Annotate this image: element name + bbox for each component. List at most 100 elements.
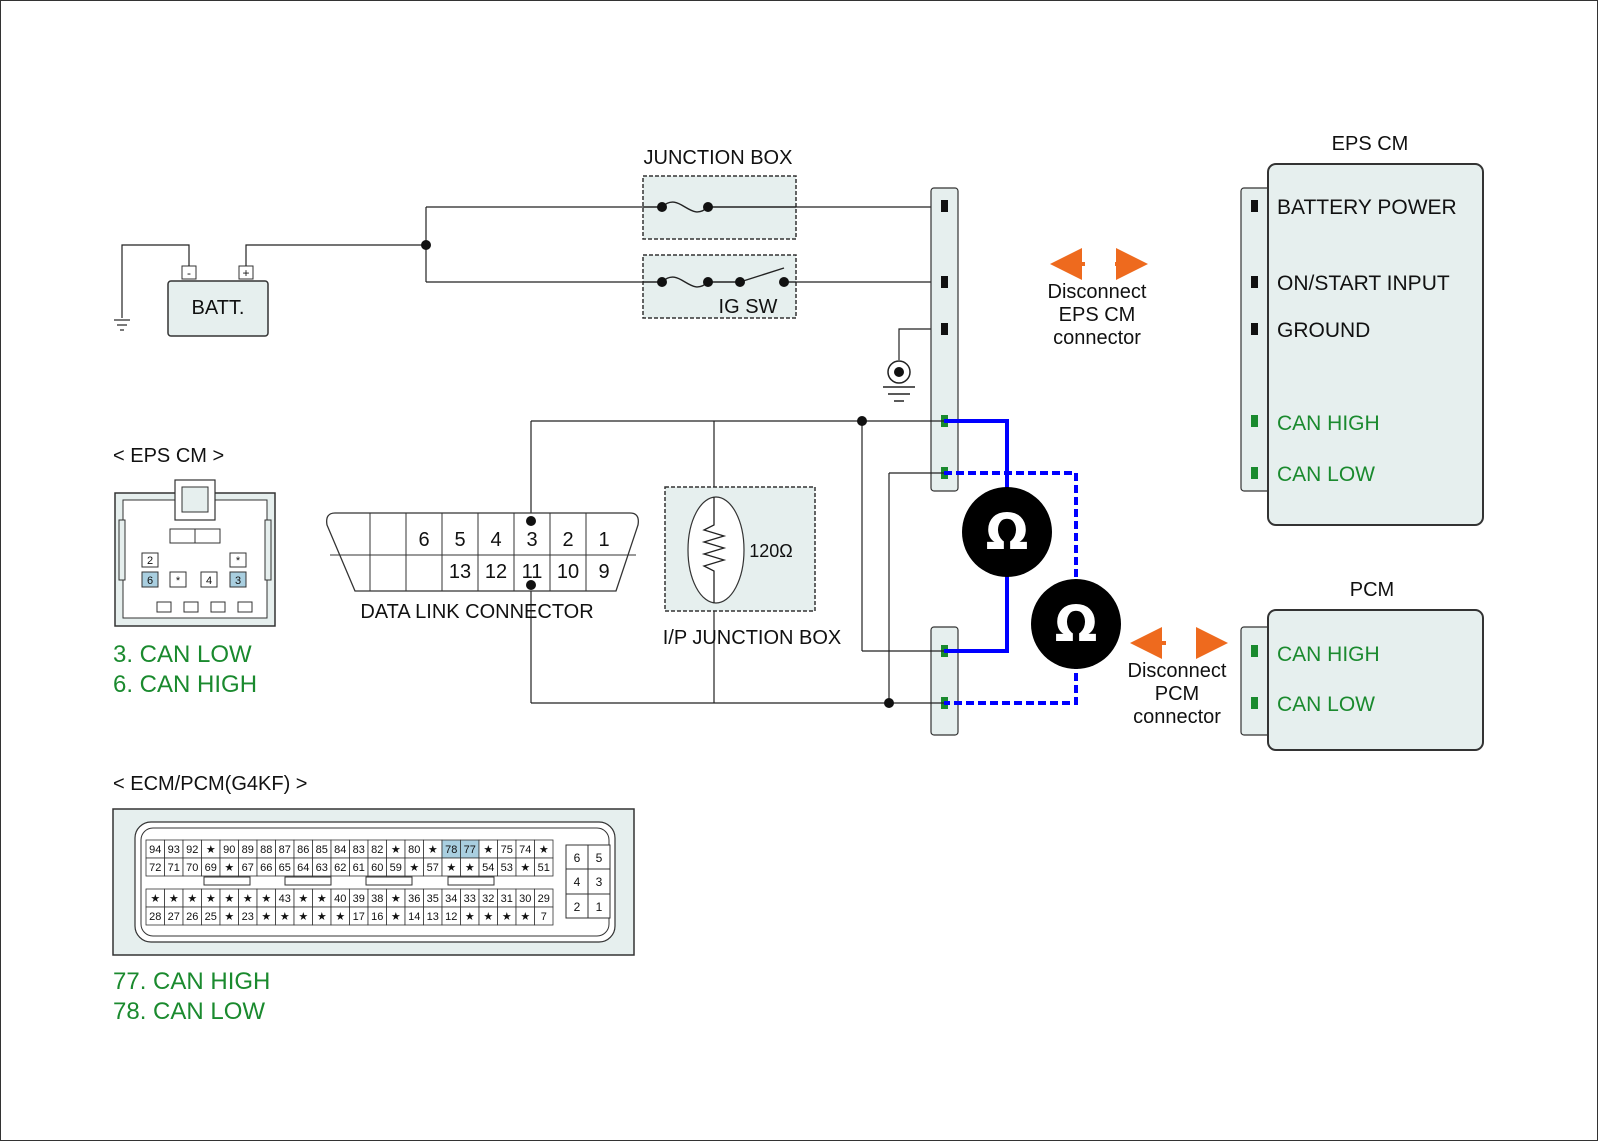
eps-pin-label: BATTERY POWER (1277, 196, 1457, 219)
disconnect-eps-text: connector (1053, 327, 1141, 349)
ecm-pin-label: ★ (465, 911, 475, 923)
ecm-pin-label: 25 (205, 911, 217, 923)
dlc-pin: 4 (490, 529, 501, 551)
ecm-pin-label: 30 (519, 893, 531, 905)
battery-wiring (114, 206, 660, 331)
ecm-pin-label: 38 (371, 893, 383, 905)
ecm-pin-label: ★ (483, 911, 493, 923)
svg-text:1: 1 (596, 900, 603, 914)
ecm-pin-label: 12 (445, 911, 457, 923)
ecm-pin-label: 43 (279, 893, 291, 905)
ecm-pin-label: ★ (409, 862, 419, 874)
battery-pos-terminal: + (242, 266, 249, 280)
ecm-pin-cell (534, 906, 554, 926)
eps-connector-title: < EPS CM > (113, 445, 224, 467)
ecm-pin-label: 88 (260, 844, 272, 856)
ecm-pin-label: 57 (427, 862, 439, 874)
ecm-pin-label: ★ (224, 862, 234, 874)
ecm-pin-label: 90 (223, 844, 235, 856)
ecm-pin-label: 77 (464, 844, 476, 856)
svg-text:6: 6 (147, 575, 153, 587)
ecm-pin-label: 26 (186, 911, 198, 923)
junction-box: JUNCTION BOX IG SW (642, 147, 797, 319)
ecm-pin-label: ★ (169, 893, 179, 905)
dlc-pin: 10 (557, 561, 579, 583)
eps-pin-label: CAN HIGH (1277, 412, 1380, 435)
svg-text:2: 2 (574, 900, 581, 914)
ecm-pin-label: 85 (316, 844, 328, 856)
ecm-pin-label: ★ (298, 911, 308, 923)
eps-harness-connector[interactable] (930, 187, 959, 492)
svg-text:3: 3 (596, 875, 603, 889)
ecm-pin-label: 33 (464, 893, 476, 905)
pcm-module: PCM CAN HIGH CAN LOW (1240, 579, 1484, 751)
ecm-pin-label: 80 (408, 844, 420, 856)
eps-cm-title: EPS CM (1332, 133, 1409, 155)
ecm-pin-label: 31 (501, 893, 513, 905)
ecm-pin-label: 87 (279, 844, 291, 856)
ecm-pin-label: ★ (446, 862, 456, 874)
svg-text:4: 4 (206, 575, 212, 587)
ecm-title: < ECM/PCM(G4KF) > (113, 773, 307, 795)
svg-text:*: * (176, 575, 181, 587)
disconnect-eps-text: EPS CM (1059, 304, 1136, 326)
ip-junction-box: 120Ω I/P JUNCTION BOX (663, 486, 841, 649)
dlc-label: DATA LINK CONNECTOR (360, 601, 593, 623)
ecm-aux-block: 6 5 4 3 2 1 (565, 844, 611, 919)
ecm-pin-label: 61 (353, 862, 365, 874)
eps-pin-label: ON/START INPUT (1277, 272, 1450, 295)
eps-cm-module: EPS CM BATTERY POWER ON/START INPUT GROU… (1240, 133, 1484, 526)
ecm-pin-label: 16 (371, 911, 383, 923)
ecm-pin-label: 64 (297, 862, 309, 874)
ecm-pin-label: ★ (317, 911, 327, 923)
ecm-pin-label: ★ (483, 844, 493, 856)
dlc-pin: 3 (526, 529, 537, 551)
pcm-harness-connector[interactable] (930, 626, 959, 736)
ecm-pin-label: ★ (298, 893, 308, 905)
disconnect-eps-text: Disconnect (1048, 281, 1147, 303)
ecm-pin-label: ★ (261, 911, 271, 923)
junction-box-label: JUNCTION BOX (644, 147, 793, 169)
ecm-pin-label: 13 (427, 911, 439, 923)
eps-note: 6. CAN HIGH (113, 671, 257, 698)
disconnect-pcm-text: connector (1133, 706, 1221, 728)
ecm-pin-label: 71 (168, 862, 180, 874)
ohm-meter-icon: Ω (1031, 579, 1121, 669)
eps-note: 3. CAN LOW (113, 641, 252, 668)
dlc-pin: 11 (522, 561, 543, 583)
ecm-pin-label: 28 (149, 911, 161, 923)
svg-text:6: 6 (574, 851, 581, 865)
ecm-note: 77. CAN HIGH (113, 968, 270, 995)
ecm-pin-label: 60 (371, 862, 383, 874)
ecm-pin-label: ★ (224, 893, 234, 905)
ecm-pin-label: 92 (186, 844, 198, 856)
svg-text:4: 4 (574, 875, 581, 889)
ecm-pin-label: 94 (149, 844, 161, 856)
svg-text:Ω: Ω (986, 503, 1029, 561)
power-wires (796, 206, 944, 360)
dlc-pin: 2 (562, 529, 573, 551)
ecm-pin-label: 14 (408, 911, 420, 923)
ecm-pin-label: 17 (353, 911, 365, 923)
ecm-pin-label: ★ (391, 911, 401, 923)
ohm-meter-icon: Ω (962, 487, 1052, 577)
ecm-pin-label: 78 (445, 844, 457, 856)
ecm-pin-label: ★ (465, 862, 475, 874)
dlc-pin: 1 (598, 529, 609, 551)
ecm-pin-label: 34 (445, 893, 457, 905)
resistor-icon (701, 497, 727, 603)
ecm-pin-label: 32 (482, 893, 494, 905)
ecm-pin-label: 27 (168, 911, 180, 923)
ecm-pin-label: 59 (390, 862, 402, 874)
eps-pin-label: GROUND (1277, 319, 1370, 342)
ecm-pin-label: ★ (502, 911, 512, 923)
ecm-pin-label: 66 (260, 862, 272, 874)
ignition-switch-icon (739, 267, 785, 283)
eps-pin-label: CAN LOW (1277, 463, 1375, 486)
ecm-pin-label: ★ (206, 893, 216, 905)
ecm-pin-label: 82 (371, 844, 383, 856)
ecm-pin-label: 89 (242, 844, 254, 856)
ecm-pin-label: 75 (501, 844, 513, 856)
ecm-pin-label: 62 (334, 862, 346, 874)
